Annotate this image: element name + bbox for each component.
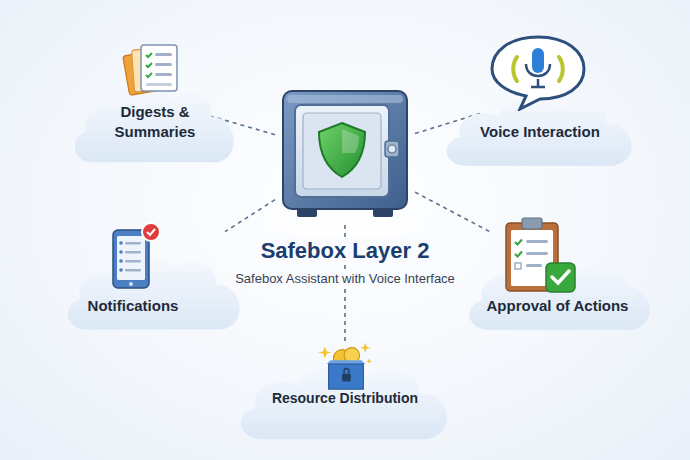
voice-icon-part	[513, 57, 517, 81]
clip-icon-part	[500, 215, 580, 295]
voice-icon-part	[537, 79, 540, 86]
phone-icon-part	[125, 242, 141, 245]
phone-icon-part	[117, 236, 145, 280]
clip-icon-part	[515, 263, 521, 269]
feature-label: Voice Interaction	[455, 122, 625, 142]
phone-icon-part	[125, 269, 141, 272]
safe-icon-part	[319, 123, 365, 177]
clip-icon-part	[526, 264, 542, 267]
box-icon-part	[317, 339, 375, 393]
label-text: Safebox Layer 2	[257, 238, 434, 263]
phone-icon	[110, 222, 162, 292]
voice-icon-part	[531, 86, 545, 89]
feature-label: Digests & Summaries	[100, 102, 210, 141]
clip-icon-part	[526, 252, 548, 255]
clip-icon-part	[522, 218, 542, 229]
clip-icon-part	[546, 263, 575, 292]
phone-icon-part	[125, 260, 141, 263]
safe-icon	[275, 85, 415, 225]
feature-cloud: Digests & Summaries	[100, 45, 210, 155]
label-text: Safebox Assistant with Voice Interface	[231, 271, 459, 286]
feature-label: Notifications	[65, 296, 201, 316]
label-text: Resource Distribution	[272, 390, 418, 406]
feature-cloud: Resource Distribution	[265, 345, 425, 430]
clip-icon	[500, 215, 580, 295]
cloud-shape-part	[447, 97, 632, 166]
feature-label: Resource Distribution	[240, 389, 450, 407]
phone-icon-part	[142, 223, 160, 241]
dashed-connector	[225, 200, 275, 232]
docs-icon-part	[155, 53, 172, 56]
phone-icon-part	[119, 268, 123, 272]
box-icon-part	[318, 347, 332, 359]
voice-icon	[488, 33, 588, 111]
safe-node: Safebox Layer 2Safebox Assistant with Vo…	[275, 85, 415, 225]
label-text: Approval of Actions	[487, 297, 629, 314]
feature-label: Approval of Actions	[470, 296, 645, 316]
docs-icon-part	[146, 63, 152, 67]
phone-icon-part	[129, 282, 133, 286]
voice-icon-part	[526, 64, 550, 76]
clip-icon-part	[526, 240, 548, 243]
phone-icon-part	[125, 251, 141, 254]
feature-cloud: Approval of Actions	[490, 215, 625, 320]
docs-icon-part	[155, 63, 172, 66]
box-icon-part	[342, 374, 351, 382]
safe-icon-part	[295, 105, 389, 197]
docs-icon-part	[155, 73, 172, 76]
box-icon-part	[329, 364, 364, 389]
docs-icon-part	[146, 83, 172, 86]
diagram-heading: Safebox Layer 2	[185, 237, 505, 266]
cloud-shape-part	[469, 260, 650, 330]
cloud-shape-part	[68, 257, 240, 329]
box-icon-part	[366, 358, 373, 364]
safe-icon-part	[283, 91, 407, 209]
clip-icon-part	[552, 271, 569, 283]
phone-icon-part	[119, 250, 123, 254]
phone-icon-part	[147, 229, 155, 235]
voice-icon-part	[559, 57, 563, 81]
docs-icon-part	[141, 45, 177, 91]
voice-icon-part	[488, 33, 588, 111]
cloud-shape-part	[57, 242, 252, 337]
diagram-subtitle: Safebox Assistant with Voice Interface	[185, 271, 505, 288]
docs-icon-part	[146, 73, 152, 77]
safe-icon-part	[303, 113, 381, 189]
docs-icon-part	[146, 53, 152, 57]
cloud-shape-part	[241, 364, 447, 439]
phone-icon-part	[110, 222, 162, 292]
docs-icon	[122, 41, 184, 97]
safe-icon-part	[385, 141, 399, 157]
cloud-shape-part	[75, 88, 234, 162]
safe-icon-part	[388, 145, 396, 153]
voice-icon-part	[532, 48, 544, 73]
feature-cloud: Voice Interaction	[480, 45, 600, 145]
label-text: Digests & Summaries	[115, 103, 196, 140]
box-icon-part	[360, 343, 371, 353]
box-icon	[317, 339, 375, 393]
safe-icon-part	[342, 129, 359, 153]
cloud-shape	[57, 242, 252, 337]
feature-cloud: Notifications	[105, 220, 225, 320]
docs-icon-part	[122, 41, 184, 97]
dashed-connector	[415, 192, 490, 232]
safe-icon-part	[275, 85, 415, 225]
safe-icon-part	[287, 95, 403, 103]
label-text: Voice Interaction	[480, 123, 600, 140]
clip-icon-part	[515, 252, 522, 257]
clip-icon-part	[515, 240, 522, 245]
voice-icon-part	[492, 37, 584, 109]
phone-icon-part	[119, 259, 123, 263]
box-icon-part	[344, 368, 349, 373]
label-text: Notifications	[88, 297, 179, 314]
phone-icon-part	[119, 241, 123, 245]
